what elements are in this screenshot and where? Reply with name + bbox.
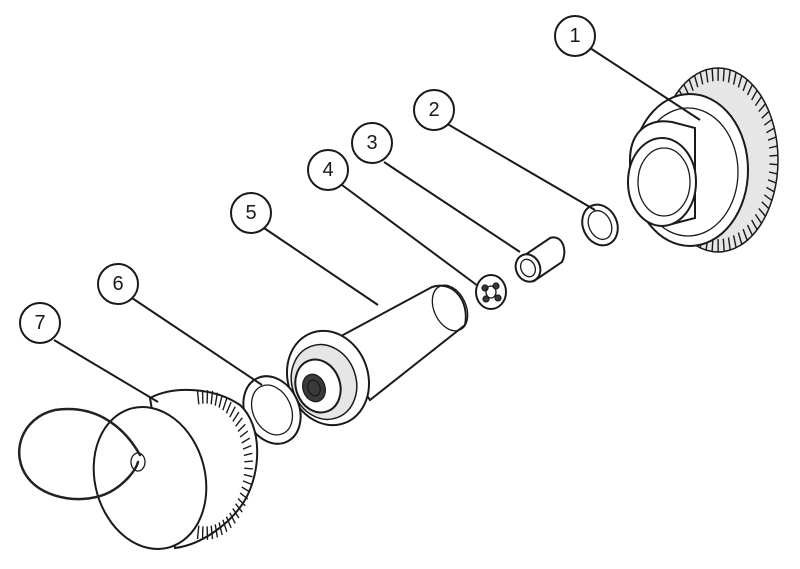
callout-5-label: 5 xyxy=(245,202,256,224)
knurl-tick xyxy=(693,75,699,88)
knurl-tick xyxy=(754,214,763,224)
leader-4 xyxy=(341,184,479,287)
knurl-tick xyxy=(768,171,778,175)
knurl-tick xyxy=(214,392,219,406)
knurl-tick xyxy=(239,430,249,438)
knurl-tick xyxy=(767,179,777,184)
knurl-tick xyxy=(758,103,767,113)
knurl-tick xyxy=(196,525,200,540)
knurl-tick xyxy=(688,79,694,91)
knurl-tick xyxy=(214,524,219,538)
knurl-tick xyxy=(244,467,253,470)
callout-2-label: 2 xyxy=(428,99,439,121)
part-7-knurled-cap xyxy=(18,388,259,550)
knurl-tick xyxy=(763,118,773,126)
knurl-tick xyxy=(742,228,748,241)
knurl-tick xyxy=(754,96,763,106)
callout-1: 1 xyxy=(554,15,596,57)
knurl-tick xyxy=(722,238,725,252)
callout-2: 2 xyxy=(413,89,455,131)
callout-7: 7 xyxy=(19,302,61,344)
knurl-tick xyxy=(732,235,737,248)
knurl-tick xyxy=(761,201,770,210)
knurl-tick xyxy=(705,69,709,83)
knurl-tick xyxy=(239,492,249,500)
callout-5: 5 xyxy=(230,192,272,234)
part-7-knurling xyxy=(196,390,253,540)
knurl-tick xyxy=(225,401,232,414)
knurl-tick xyxy=(225,516,232,529)
knurl-tick xyxy=(699,71,704,85)
knurl-tick xyxy=(210,390,214,405)
knurl-tick xyxy=(229,512,236,524)
knurl-tick xyxy=(746,224,754,236)
knurl-tick xyxy=(766,186,775,193)
knurl-tick xyxy=(241,486,251,493)
leader-6 xyxy=(131,297,263,386)
leader-2 xyxy=(443,121,596,211)
knurl-tick xyxy=(241,437,251,444)
knurl-tick xyxy=(751,219,758,231)
callout-3-label: 3 xyxy=(366,132,377,154)
knurl-tick xyxy=(768,145,778,149)
knurl-tick xyxy=(218,394,223,408)
knurl-tick xyxy=(763,194,773,202)
knurl-tick xyxy=(737,232,743,245)
part-7-lanyard xyxy=(18,407,142,501)
callout-4-label: 4 xyxy=(322,159,333,181)
knurl-tick xyxy=(222,397,228,411)
knurl-tick xyxy=(742,79,748,92)
knurl-tick xyxy=(237,423,246,432)
knurl-tick xyxy=(244,460,253,463)
knurl-tick xyxy=(242,444,252,450)
knurl-tick xyxy=(243,473,253,478)
knurl-tick xyxy=(229,406,236,418)
knurl-tick xyxy=(727,237,731,251)
knurl-tick xyxy=(218,522,223,536)
knurl-tick xyxy=(727,69,731,83)
knurl-tick xyxy=(769,154,778,157)
part-5-cylinder-body xyxy=(285,284,469,427)
callout-3: 3 xyxy=(351,122,393,164)
leader-3 xyxy=(383,161,521,253)
callout-7-label: 7 xyxy=(34,312,45,334)
knurl-tick xyxy=(746,84,754,96)
knurl-tick xyxy=(235,417,243,427)
leader-7 xyxy=(53,339,159,403)
knurl-tick xyxy=(751,89,758,101)
leader-5 xyxy=(263,227,379,306)
knurl-tick xyxy=(232,508,240,519)
leader-1 xyxy=(589,47,701,121)
knurl-tick xyxy=(242,480,252,486)
knurl-tick xyxy=(243,452,253,457)
knurl-tick xyxy=(222,519,228,533)
knurl-tick xyxy=(722,68,725,82)
part-1-knurled-nut xyxy=(627,67,779,253)
callout-6: 6 xyxy=(97,263,139,305)
knurl-tick xyxy=(210,525,214,540)
knurl-tick xyxy=(237,498,246,507)
part-2-washer xyxy=(581,203,619,247)
leader-lines xyxy=(53,47,701,403)
callout-1-label: 1 xyxy=(569,25,580,47)
knurl-tick xyxy=(769,163,778,166)
callout-6-label: 6 xyxy=(112,273,123,295)
knurl-tick xyxy=(766,127,775,134)
part-3-sleeve xyxy=(514,236,566,283)
knurl-tick xyxy=(711,68,714,82)
knurl-tick xyxy=(732,72,737,85)
knurl-tick xyxy=(761,110,770,119)
part-4-spline-insert xyxy=(475,274,507,310)
knurl-tick xyxy=(737,75,743,88)
knurl-tick xyxy=(758,207,767,217)
knurl-tick xyxy=(232,411,240,422)
callout-4: 4 xyxy=(307,149,349,191)
knurl-tick xyxy=(767,136,777,141)
knurl-tick xyxy=(196,390,200,405)
knurl-tick xyxy=(235,503,243,513)
